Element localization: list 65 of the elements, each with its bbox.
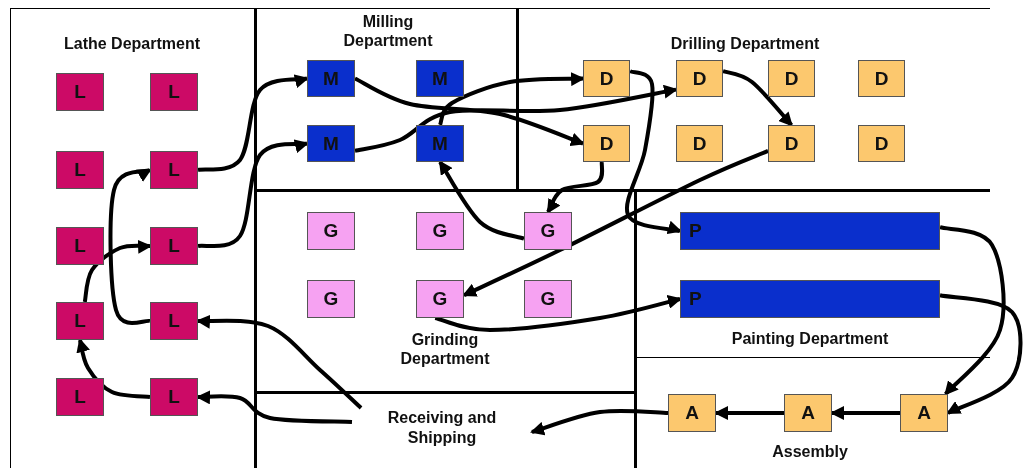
machine-box: L [56,151,104,189]
machine-box: M [416,60,464,97]
machine-box: D [768,125,815,162]
department-heading: Lathe Department [63,34,201,54]
flow-arrow [196,389,353,424]
flow-arrow [530,408,669,436]
department-area [257,192,637,394]
machine-box: L [56,302,104,340]
machine-box: L [56,227,104,265]
flow-arrow [434,295,682,332]
flow-arrow [197,73,309,172]
machine-box: L [150,227,198,265]
machine-box: G [416,212,464,250]
machine-box: L [56,73,104,111]
machine-box: P [680,212,940,250]
machine-box: D [583,125,630,162]
department-heading: Assembly [771,442,849,462]
flow-arrow [939,293,1023,415]
machine-box: G [307,280,355,318]
flow-arrow [939,225,1006,396]
machine-box: L [150,378,198,416]
department-heading: Painting Department [730,329,890,349]
flow-arrow [196,314,363,410]
flow-arrow [714,406,784,420]
machine-box: A [784,394,832,432]
flow-arrow [722,69,793,127]
flow-arrow [76,338,151,399]
department-heading: Grinding Department [399,330,491,369]
department-area [519,8,990,192]
department-area [257,8,519,192]
flow-arrow [108,167,152,325]
machine-box: D [768,60,815,97]
machine-box: G [307,212,355,250]
flow-arrow [354,84,678,153]
flow-arrow [197,138,309,249]
machine-box: D [583,60,630,97]
machine-box: D [858,125,905,162]
machine-box: L [150,73,198,111]
flow-arrow [438,160,525,241]
machine-box: G [524,280,572,318]
department-area [10,8,257,468]
machine-box: M [416,125,464,162]
machine-box: G [524,212,572,250]
flow-arrow [462,149,769,297]
flow-arrow [546,162,605,214]
machine-box: D [858,60,905,97]
machine-box: L [150,302,198,340]
machine-box: P [680,280,940,318]
department-heading: Milling Department [342,12,434,51]
area-label: Receiving and Shipping [352,408,532,448]
machine-box: A [668,394,716,432]
flow-arrow [82,239,152,303]
flow-arrow [625,69,682,236]
machine-box: M [307,60,355,97]
machine-box: D [676,60,723,97]
flow-arrow [354,76,585,146]
machine-box: L [56,378,104,416]
department-heading: Drilling Department [669,34,821,54]
flow-arrow [830,406,900,420]
flow-arrow [438,71,585,126]
machine-box: G [416,280,464,318]
machine-box: M [307,125,355,162]
machine-box: L [150,151,198,189]
machine-box: D [676,125,723,162]
machine-box: A [900,394,948,432]
